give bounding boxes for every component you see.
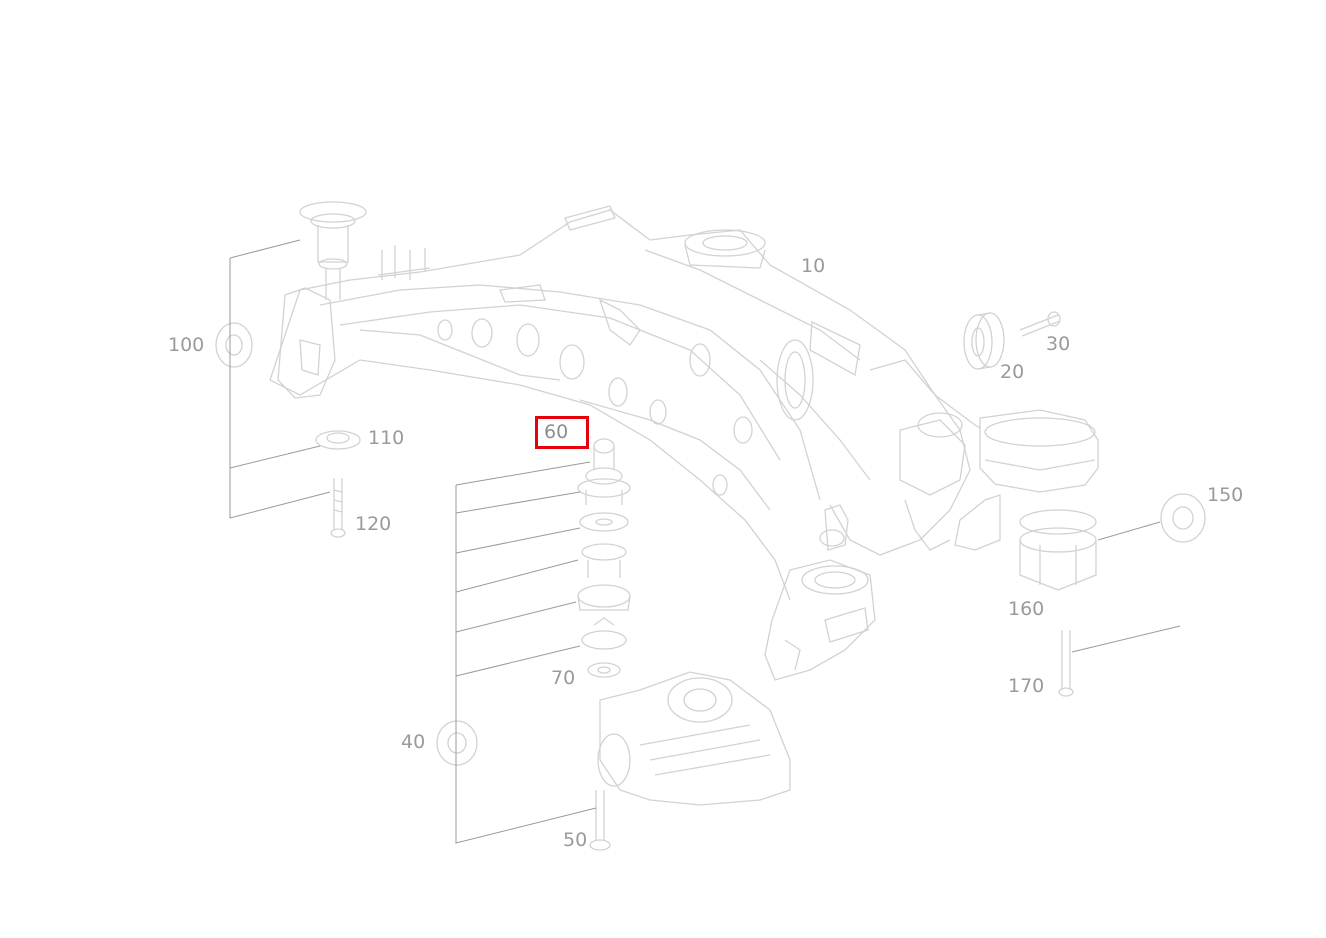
part-label-40[interactable]: 40 — [401, 731, 426, 753]
bolt-170-drawing — [1058, 630, 1074, 697]
part-label-20[interactable]: 20 — [1000, 361, 1025, 383]
mount-stack-drawing — [577, 438, 631, 678]
leader-lines — [229, 239, 1181, 844]
part-label-30[interactable]: 30 — [1046, 333, 1071, 355]
nut-110-drawing — [315, 430, 361, 450]
part-label-10[interactable]: 10 — [801, 255, 826, 277]
subframe-drawing — [269, 201, 1099, 681]
part-label-70[interactable]: 70 — [551, 667, 576, 689]
bushing-20-drawing — [963, 312, 1005, 370]
part-label-100[interactable]: 100 — [168, 334, 205, 356]
bolt-120-drawing — [330, 478, 346, 538]
bolt-30-drawing — [1019, 311, 1061, 337]
part-label-110[interactable]: 110 — [368, 427, 405, 449]
part-label-120[interactable]: 120 — [355, 513, 392, 535]
part-label-60-selected[interactable]: 60 — [534, 416, 590, 449]
washer-100-drawing — [215, 322, 253, 368]
differential-drawing — [589, 671, 791, 851]
disc-40-drawing — [436, 720, 478, 766]
part-label-160[interactable]: 160 — [1008, 598, 1045, 620]
part-label-170[interactable]: 170 — [1008, 675, 1045, 697]
bushing-160-drawing — [1019, 509, 1097, 591]
disc-150-drawing — [1160, 493, 1206, 543]
part-label-150[interactable]: 150 — [1207, 484, 1244, 506]
part-label-50[interactable]: 50 — [563, 829, 588, 851]
